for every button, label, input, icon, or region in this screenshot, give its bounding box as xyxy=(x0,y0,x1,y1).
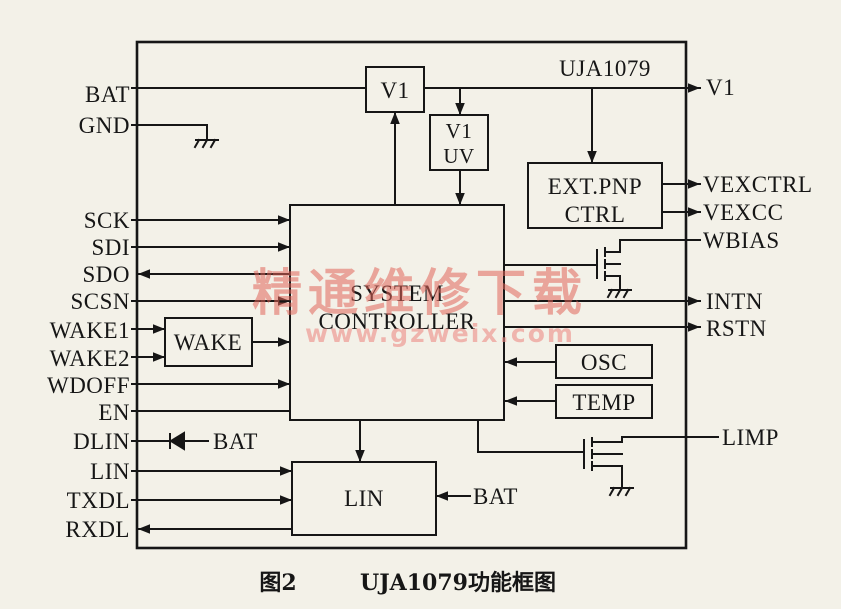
pin-label-gnd: GND xyxy=(79,113,130,138)
gnd-line xyxy=(131,124,208,141)
osc-block-label: OSC xyxy=(581,350,627,375)
wbias-mosfet-icon xyxy=(503,239,701,299)
pin-label-sck: SCK xyxy=(84,208,130,233)
pin-label-wake1: WAKE1 xyxy=(50,318,130,343)
wake-block: WAKE xyxy=(164,317,253,367)
temp-block-label: TEMP xyxy=(572,390,635,415)
chip-name: UJA1079 xyxy=(559,56,651,81)
gnd-ground-icon xyxy=(193,138,219,149)
wbias-ground-icon xyxy=(606,288,632,299)
pin-label-v1: V1 xyxy=(706,75,735,100)
wake-block-label: WAKE xyxy=(174,330,242,355)
pin-label-bat: BAT xyxy=(85,82,130,107)
watermark-text: 精通维修下载 xyxy=(252,264,588,322)
osc-block: OSC xyxy=(555,344,653,379)
figure-title: UJA1079功能框图 xyxy=(360,570,556,596)
pin-label-wake2: WAKE2 xyxy=(50,346,130,371)
pin-label-txdl: TXDL xyxy=(67,488,130,513)
system-controller-block: SYSTEM CONTROLLER xyxy=(289,204,505,421)
pin-label-dlin: DLIN xyxy=(73,429,130,454)
ext-pnp-label-line2: CTRL xyxy=(565,202,626,227)
figure-number: 图2 xyxy=(259,570,296,596)
pin-label-rstn: RSTN xyxy=(706,316,767,341)
v1uv-label-line2: UV xyxy=(443,144,474,168)
limp-ground-icon xyxy=(608,486,634,497)
system-controller-label-line2: CONTROLLER xyxy=(318,309,475,334)
v1-undervoltage-block: V1 UV xyxy=(429,114,489,171)
pin-label-rxdl: RXDL xyxy=(65,517,130,542)
lin-block-label: LIN xyxy=(344,486,384,511)
pin-label-vexcc: VEXCC xyxy=(703,200,783,225)
ext-pnp-ctrl-block: EXT.PNP CTRL xyxy=(527,162,663,229)
limp-mosfet-icon xyxy=(477,419,719,497)
pin-label-en: EN xyxy=(98,400,130,425)
dlin-bat-label: BAT xyxy=(213,429,258,454)
chip-outline xyxy=(135,40,688,550)
pin-label-intn: INTN xyxy=(706,289,763,314)
system-controller-label-line1: SYSTEM xyxy=(350,281,444,306)
ext-pnp-label-line1: EXT.PNP xyxy=(548,174,642,199)
pin-label-vexctrl: VEXCTRL xyxy=(703,172,813,197)
pin-label-sdo: SDO xyxy=(82,262,130,287)
lin-transceiver-block: LIN xyxy=(291,461,437,536)
temp-block: TEMP xyxy=(555,384,653,419)
pin-label-wdoff: WDOFF xyxy=(47,373,130,398)
lin-bat-label: BAT xyxy=(473,484,518,509)
v1uv-label-line1: V1 xyxy=(446,119,473,143)
pin-label-wbias: WBIAS xyxy=(703,228,780,253)
dlin-diode-icon xyxy=(169,431,185,451)
pin-label-limp: LIMP xyxy=(722,425,779,450)
pin-label-sdi: SDI xyxy=(91,235,130,260)
v1-regulator-block: V1 xyxy=(365,66,425,113)
v1-block-label: V1 xyxy=(380,78,409,103)
pin-label-scsn: SCSN xyxy=(70,289,130,314)
watermark-url: www.gzweix.com xyxy=(305,319,575,348)
pin-label-lin: LIN xyxy=(90,459,130,484)
